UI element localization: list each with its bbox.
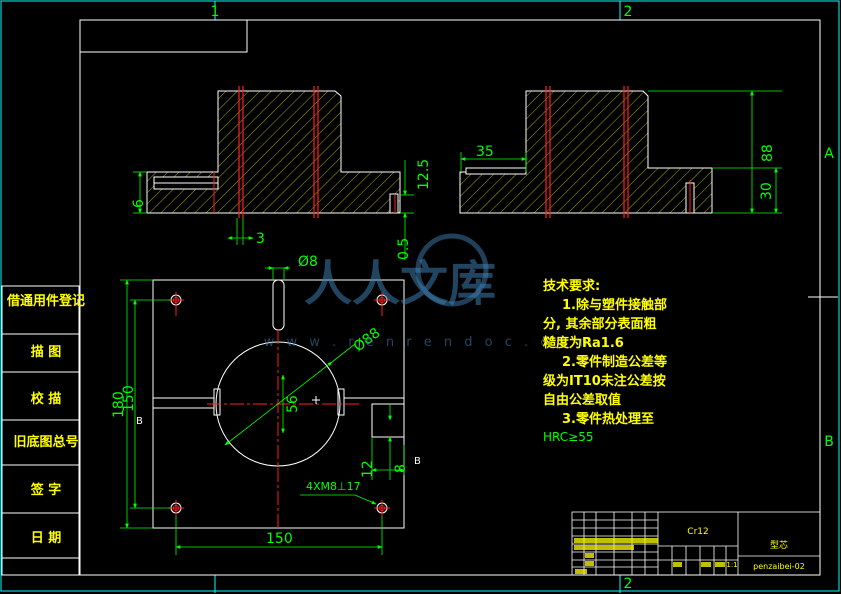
- dim-0-5: 0.5: [396, 238, 412, 260]
- notes-line-4: 2.零件制造公差等: [562, 354, 667, 370]
- watermark-url: w w w . r e n r e n d o c . c o m: [264, 335, 597, 350]
- notes-line-8: HRC≥55: [543, 430, 593, 444]
- thread-callout: 4XM8⊥17: [306, 480, 361, 493]
- dim-180: 180: [111, 391, 127, 418]
- dim-35: 35: [476, 144, 494, 160]
- dim-30: 30: [759, 182, 775, 200]
- notes-line-2: 分, 其余部分表面粗: [543, 316, 656, 332]
- zone-label-a: A: [824, 146, 834, 162]
- notes-line-3: 糙度为Ra1.6: [543, 335, 624, 351]
- side-register-table: [1, 285, 80, 576]
- dims-right-view: [460, 90, 782, 214]
- zone-label-b: B: [824, 434, 834, 450]
- side-label-date: 日 期: [31, 531, 62, 546]
- section-view-right: [459, 86, 713, 218]
- watermark-text: 人人文库: [304, 256, 496, 312]
- side-label-register: 借通用件登记: [6, 293, 85, 309]
- section-view-left: [146, 86, 401, 218]
- title-block-cells: [574, 538, 725, 574]
- drawing-frame: [79, 19, 838, 576]
- zone-label-1: 1: [211, 4, 220, 20]
- notes-heading: 技术要求:: [543, 278, 600, 294]
- dim-phi8: Ø8: [298, 254, 318, 270]
- dim-8: 8: [393, 464, 409, 473]
- dim-6: 6: [131, 199, 147, 208]
- title-block: [571, 511, 821, 576]
- dim-88: 88: [760, 144, 776, 162]
- notes-line-1: 1.除与塑件接触部: [562, 297, 667, 313]
- dim-12: 12: [360, 460, 376, 478]
- notes-line-7: 3.零件热处理至: [562, 411, 654, 427]
- dim-150-vertical: 150: [121, 385, 137, 412]
- watermark: 人人文库 w w w . r e n r e n d o c . c o m: [264, 233, 597, 350]
- side-label-signature: 签 字: [30, 482, 62, 498]
- side-label-old-number: 旧底图总号: [13, 434, 78, 450]
- section-marker-b-right: B: [414, 456, 421, 467]
- material-label: Cr12: [687, 527, 708, 537]
- side-label-tracing: 描 图: [31, 344, 62, 360]
- dims-left-view: [133, 160, 414, 260]
- dim-12-5: 12.5: [416, 159, 432, 190]
- section-marker-b-left: B: [136, 416, 143, 427]
- zone-label-2-bottom: 2: [624, 576, 633, 592]
- part-name-label: 型芯: [770, 539, 788, 551]
- notes-line-5: 级为IT10未注公差按: [543, 373, 666, 389]
- side-label-check: 校 描: [31, 391, 62, 407]
- dim-150-horizontal: 150: [266, 531, 293, 547]
- dim-56: 56: [285, 395, 301, 413]
- scale-label: 1:1: [726, 561, 737, 569]
- dim-3: 3: [256, 231, 265, 247]
- zone-label-2: 2: [624, 4, 633, 20]
- drawing-number-label: penzaibei-02: [753, 562, 805, 571]
- technical-notes: 技术要求: 1.除与塑件接触部 分, 其余部分表面粗 糙度为Ra1.6 2.零件…: [543, 278, 667, 444]
- notes-line-6: 自由公差取值: [543, 392, 621, 408]
- dims-plan-view: [120, 266, 405, 555]
